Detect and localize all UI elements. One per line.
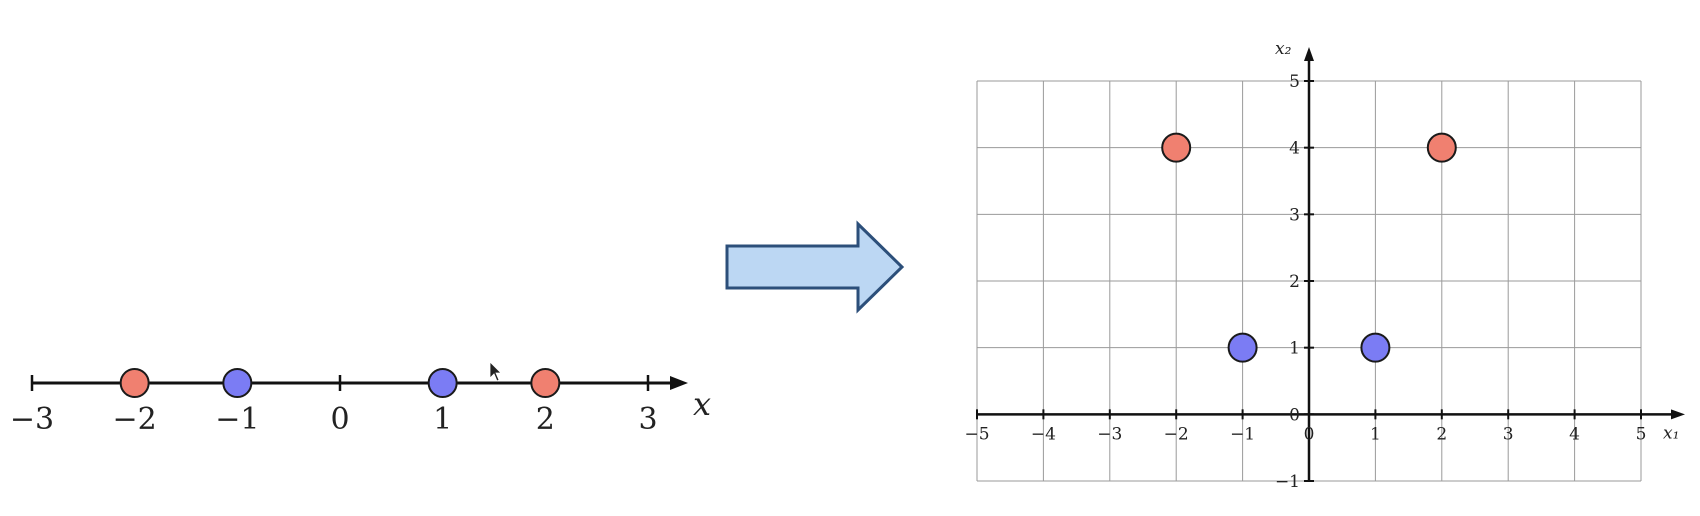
- x1-axis-label: x₁: [1663, 423, 1679, 443]
- blue-point: [222, 368, 253, 398]
- x2-tick-label: 3: [1289, 205, 1300, 225]
- x2-axis-arrowhead: [1304, 47, 1314, 61]
- x1-tick-label: 5: [1636, 424, 1647, 444]
- right-arrow-icon: [725, 220, 905, 314]
- x-tick-label: −2: [113, 402, 157, 437]
- x2-tick-label: 4: [1289, 139, 1300, 159]
- blue-point: [1227, 332, 1258, 363]
- x-tick-label: 1: [433, 402, 452, 437]
- x-tick-label: −1: [215, 402, 259, 437]
- red-point: [119, 368, 150, 398]
- x2-axis-label: x₂: [1275, 39, 1292, 59]
- x-axis-arrowhead: [670, 376, 688, 390]
- x1-axis-arrowhead: [1671, 409, 1685, 420]
- x1-tick-label: 3: [1503, 424, 1514, 444]
- x-axis-label: x: [693, 385, 711, 423]
- x1-tick-label: −3: [1097, 424, 1122, 444]
- x1-tick-label: −1: [1230, 424, 1255, 444]
- blue-point: [1360, 332, 1391, 363]
- mouse-pointer-icon: [489, 361, 502, 382]
- x-tick-label: −3: [10, 402, 54, 437]
- x2-tick-label: 5: [1289, 72, 1300, 92]
- transform-arrow: [725, 220, 905, 314]
- red-point: [1161, 132, 1192, 163]
- x2-tick-label: 2: [1289, 272, 1300, 292]
- x-tick-label: 0: [330, 402, 349, 437]
- x1-tick-label: 2: [1436, 424, 1447, 444]
- red-point: [1426, 132, 1457, 163]
- cursor-arrow: [489, 361, 502, 382]
- x1-tick-label: 0: [1304, 424, 1315, 444]
- x1-tick-label: −5: [964, 424, 989, 444]
- blue-point: [427, 368, 458, 398]
- x1-tick-label: 4: [1569, 424, 1580, 444]
- x1-tick-label: 1: [1370, 424, 1381, 444]
- x1-tick-label: −4: [1031, 424, 1056, 444]
- x-tick-label: 2: [536, 402, 555, 437]
- red-point: [530, 368, 561, 398]
- x2-tick-label: 0: [1289, 405, 1300, 425]
- x-tick-label: 3: [638, 402, 657, 437]
- x2-tick-label: 1: [1289, 339, 1300, 359]
- x2-tick-label: −1: [1275, 472, 1300, 492]
- x1-tick-label: −2: [1164, 424, 1189, 444]
- number-line-plot: −3 −2 −1 0 1 2 3 x: [10, 368, 711, 437]
- coordinate-plane-plot: −5 −4 −3 −2 −1 0 1 2 3 4 5 −1 0 1 2 3 4 5 x₁ x₂: [964, 39, 1685, 492]
